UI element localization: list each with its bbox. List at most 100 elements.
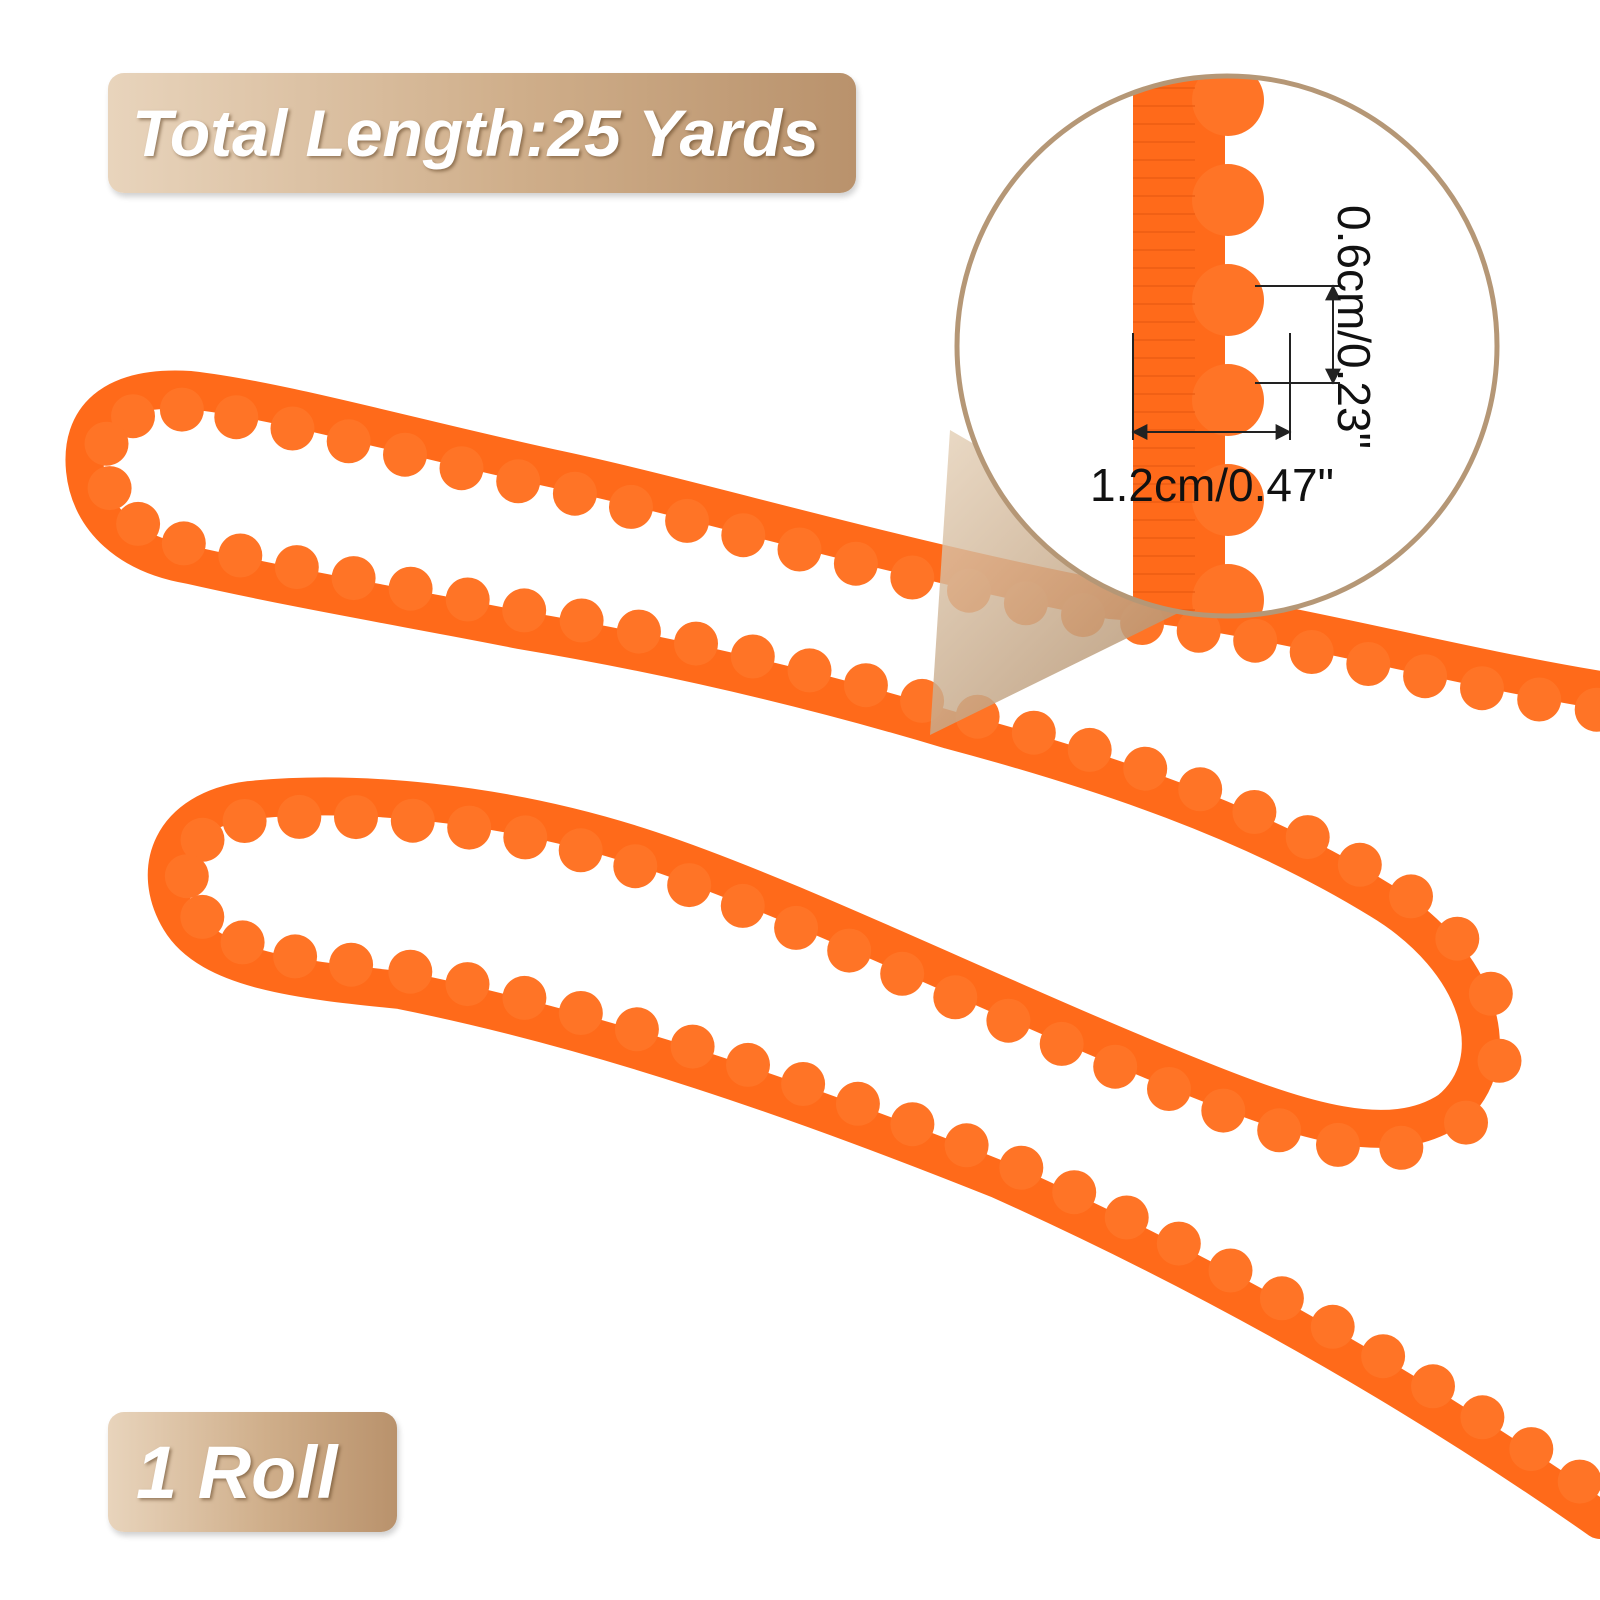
pompom: [558, 991, 603, 1035]
pompom: [1509, 1427, 1554, 1472]
pompom: [161, 521, 206, 566]
pompom: [445, 962, 490, 1007]
pompom: [326, 419, 371, 464]
width-dimension-label: 1.2cm/0.47": [1090, 459, 1334, 511]
pompom: [218, 533, 263, 578]
pompom: [1093, 1044, 1138, 1089]
pompom: [164, 854, 209, 899]
pompom: [445, 577, 490, 622]
pompom: [1460, 666, 1504, 711]
pompom: [1477, 1038, 1522, 1083]
quantity-text: 1 Roll: [136, 1430, 338, 1514]
pompom: [1337, 842, 1382, 887]
pompom: [159, 387, 204, 432]
quantity-badge: 1 Roll: [108, 1412, 397, 1532]
pompom: [730, 634, 775, 679]
pompom: [835, 1081, 880, 1126]
dimension-lines: [1131, 284, 1341, 440]
pompom: [1257, 1108, 1302, 1153]
pompom: [274, 545, 319, 590]
pompom: [1285, 815, 1330, 860]
pompom: [180, 817, 225, 862]
pompom: [388, 949, 433, 994]
pompom: [999, 1145, 1044, 1190]
pompom: [552, 471, 597, 516]
pompom: [1289, 630, 1334, 674]
pompom: [383, 432, 427, 477]
pompom: [1232, 790, 1277, 834]
pompom: [116, 501, 161, 546]
pompom: [1104, 1195, 1149, 1240]
pompom: [439, 446, 484, 491]
pompom: [1192, 464, 1264, 536]
pompom: [388, 566, 433, 611]
pompom: [613, 844, 658, 889]
pompom: [616, 609, 661, 654]
pompom: [214, 395, 259, 440]
pompom: [222, 799, 267, 843]
pompom: [1468, 971, 1513, 1016]
pompom: [558, 828, 603, 873]
pompom: [496, 459, 541, 504]
pompom: [1039, 1021, 1084, 1066]
pompom: [1233, 618, 1278, 663]
pompom: [944, 1123, 989, 1168]
pompom: [84, 421, 129, 466]
pompom: [787, 648, 832, 693]
pompom: [1192, 264, 1264, 336]
total-length-text: Total Length:25 Yards: [132, 96, 820, 170]
pompom: [1147, 1067, 1191, 1111]
pompom: [390, 798, 435, 843]
pompom: [1208, 1248, 1253, 1293]
pompom: [726, 1042, 770, 1087]
pompom: [1444, 1100, 1488, 1145]
pompom: [329, 942, 374, 987]
pompom: [843, 663, 888, 708]
pompom: [614, 1007, 659, 1052]
pompom: [270, 406, 315, 451]
pompom-trim: [65, 370, 1600, 1539]
pompom: [220, 920, 265, 965]
pompom: [1460, 1395, 1505, 1440]
pompom: [1123, 746, 1168, 791]
pompom: [1574, 687, 1600, 732]
pompom: [502, 975, 547, 1020]
pompom: [1557, 1459, 1600, 1504]
pompom: [502, 588, 547, 633]
pompom: [87, 466, 132, 511]
pompom: [774, 905, 819, 950]
pompom: [609, 484, 653, 529]
pompom: [1403, 654, 1448, 699]
pompom: [890, 555, 935, 600]
pompom: [1176, 608, 1221, 653]
pompom: [1067, 727, 1112, 772]
pompom: [331, 556, 376, 601]
pompom: [1411, 1364, 1455, 1409]
pompom: [1361, 1334, 1406, 1379]
pompom: [933, 975, 978, 1020]
magnifier-lens: [954, 73, 1500, 619]
height-dimension-label: 0.6cm/0.23": [1328, 205, 1380, 449]
pompom: [833, 541, 878, 586]
pompom: [1201, 1088, 1246, 1133]
total-length-badge: Total Length:25 Yards: [108, 73, 856, 193]
pompom: [720, 883, 765, 928]
pompom: [1192, 164, 1264, 236]
pompom: [1156, 1221, 1201, 1266]
pompom: [1192, 364, 1264, 436]
pompom: [1259, 1276, 1304, 1321]
pompom: [827, 928, 872, 973]
pompom: [1310, 1304, 1355, 1349]
pompom: [721, 513, 766, 558]
pompom: [880, 951, 925, 996]
pompom: [1346, 642, 1391, 686]
pompom: [277, 794, 322, 839]
pompom: [674, 621, 718, 666]
pompom: [1316, 1122, 1360, 1167]
pompom: [1192, 564, 1264, 616]
pompom: [1052, 1170, 1097, 1215]
magnifier-connector: [930, 430, 1225, 735]
pompom: [890, 1102, 935, 1147]
pompom: [777, 527, 822, 572]
pompom: [273, 934, 318, 979]
